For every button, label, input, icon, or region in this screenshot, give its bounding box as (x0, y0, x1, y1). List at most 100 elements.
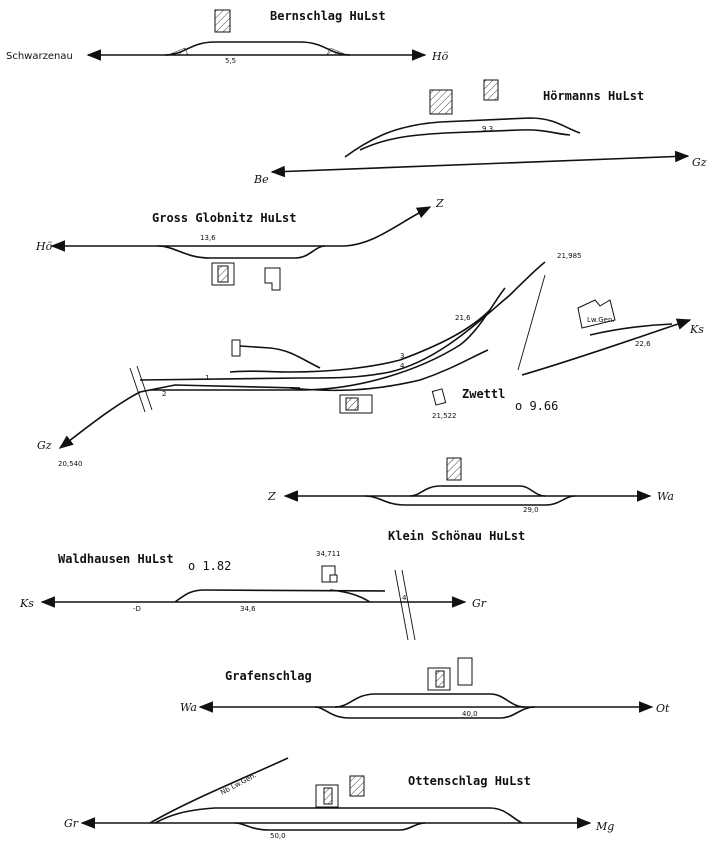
km-post-box (431, 388, 447, 406)
km-label: 50,0 (270, 832, 286, 840)
branch-track (521, 318, 692, 376)
station-track-2 (150, 287, 506, 391)
siding-track-lower (234, 822, 426, 831)
km-label: 40,0 (462, 710, 478, 718)
direction-label-right: Gr (472, 597, 487, 610)
siding-track-upper (409, 485, 546, 497)
siding-track-lower (314, 706, 536, 719)
branch-label: Nb Lw.Gen. (219, 771, 258, 797)
direction-label-left: Be (253, 173, 269, 186)
station-grafenschlag: Grafenschlag Wa Ot 40,0 (180, 657, 670, 719)
station-title: Klein Schönau HuLst (388, 529, 525, 543)
direction-label-right: Hö (431, 50, 449, 63)
direction-label-right: Gz (692, 156, 707, 169)
km-label: 29,0 (523, 506, 539, 514)
km-label: 34,6 (240, 605, 256, 613)
lagerhaus-building (577, 299, 616, 329)
siding-track-lower (364, 495, 576, 506)
direction-label-right: Wa (657, 490, 674, 503)
direction-label-left: Gr (64, 817, 79, 830)
siding-track-2 (359, 129, 571, 151)
station-title: Waldhausen HuLst (58, 552, 174, 566)
station-track-1 (139, 261, 546, 381)
main-track-curve (344, 206, 432, 247)
direction-label-left: Gz (37, 439, 52, 452)
branch-line (149, 757, 289, 824)
km-start-label: 20,540 (58, 460, 83, 468)
building-label: Lw.Gen. (587, 316, 615, 324)
track-number-2: 2 (162, 390, 166, 398)
direction-label-right: Ot (656, 702, 670, 715)
station-ottenschlag: Ottenschlag HuLst Gr Mg 50,0 Nb Lw.Gen. (64, 757, 614, 840)
direction-label-left: Wa (180, 701, 197, 714)
station-hoermanns: Hörmanns HuLst Be Gz 9,3 (253, 79, 707, 186)
km-label-a: 21,6 (455, 314, 471, 322)
road-crossing-2 (401, 569, 416, 641)
station-title: Ottenschlag HuLst (408, 774, 531, 788)
station-shed (349, 775, 365, 797)
km-label: 9,3 (482, 125, 493, 133)
station-shed (457, 657, 473, 686)
station-building-inner (345, 397, 359, 411)
mark-label: -D (133, 605, 141, 613)
km-label-b: 22,6 (635, 340, 651, 348)
km-end-label: 21,985 (557, 252, 582, 260)
station-title: Hörmanns HuLst (543, 89, 644, 103)
track-number-1: 1 (205, 374, 209, 382)
siding-track (157, 245, 326, 259)
station-klein-schoenau: Klein Schönau HuLst Z Wa 29,0 (267, 457, 674, 543)
station-waldhausen: Waldhausen HuLst o 1.82 34,711 Ks Gr -D … (19, 550, 487, 641)
direction-label-left: Hö (35, 240, 53, 253)
direction-label-right: Ks (689, 323, 704, 336)
station-track-3 (229, 309, 491, 373)
direction-label-left: Z (267, 490, 276, 503)
siding-track-2 (329, 589, 371, 603)
loading-ramp (231, 339, 241, 357)
direction-label-right: Mg (595, 820, 614, 833)
station-building-inner (217, 265, 229, 283)
loading-spur (239, 345, 321, 369)
siding-track (164, 41, 351, 56)
station-bernschlag: Bernschlag HuLst Schwarzenau Hö 5,5 (6, 9, 449, 65)
level-crossing-2 (136, 365, 153, 411)
station-title: Grafenschlag (225, 669, 312, 683)
branch-siding (589, 323, 673, 336)
siding-track (154, 807, 523, 824)
road-crossing-1 (394, 569, 409, 641)
sign-label: 4 (402, 594, 407, 602)
station-building-inner (329, 574, 338, 583)
station-building (446, 457, 462, 481)
station-shed (264, 267, 281, 291)
approach-track (58, 384, 301, 449)
station-track-4 (289, 349, 489, 392)
station-title: Gross Globnitz HuLst (152, 211, 297, 225)
station-building-inner (435, 670, 445, 688)
station-building-inner (323, 787, 333, 805)
level-crossing-1 (129, 367, 146, 413)
station-building (214, 9, 231, 33)
km-top-label: 34,711 (316, 550, 341, 558)
station-gross-globnitz: Gross Globnitz HuLst Hö Z 13,6 (35, 197, 444, 291)
track-number-4: 4 (400, 362, 405, 370)
track-number-3: 3 (400, 352, 404, 360)
direction-label-z: Z (435, 197, 444, 210)
main-track (270, 150, 690, 178)
station-building (429, 89, 453, 115)
switch-hatch (326, 47, 348, 56)
siding-track-upper (334, 693, 526, 708)
siding-track (344, 117, 581, 158)
siding-track (174, 589, 386, 603)
km-label: 5,5 (225, 57, 236, 65)
km-mark-label: 21,522 (432, 412, 457, 420)
station-stamp: o 9.66 (515, 399, 558, 413)
km-label: 13,6 (200, 234, 216, 242)
direction-label-left: Ks (19, 597, 34, 610)
station-title: Bernschlag HuLst (270, 9, 386, 23)
switch-hatch (167, 47, 189, 56)
station-zwettl: Zwettl o 9.66 Gz 20,540 21,985 21,522 21… (37, 252, 704, 468)
station-stamp: o 1.82 (188, 559, 231, 573)
sector-divider (517, 274, 546, 371)
direction-label-left: Schwarzenau (6, 51, 73, 62)
station-title: Zwettl (462, 387, 505, 401)
station-shed (483, 79, 499, 101)
